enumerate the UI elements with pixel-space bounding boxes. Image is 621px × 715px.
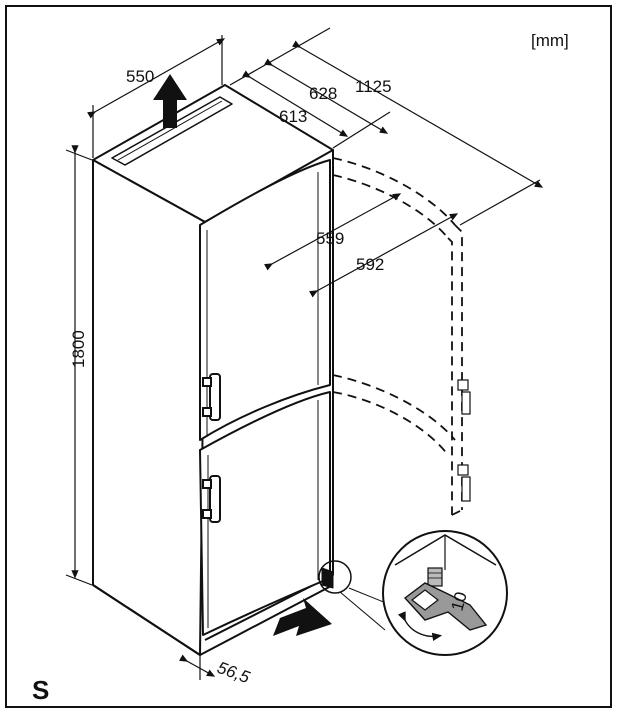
foot-zoom-connector xyxy=(318,560,387,631)
unit-label: [mm] xyxy=(531,31,569,50)
hinge-detail xyxy=(457,379,471,502)
dimension-lines xyxy=(65,27,544,680)
door-handles xyxy=(202,373,221,523)
fridge-body xyxy=(92,84,334,656)
dim-width: 550 xyxy=(126,67,154,86)
dim-depth-with-door: 592 xyxy=(356,255,384,274)
push-arrow-icon xyxy=(273,598,332,636)
dim-height: 1800 xyxy=(69,330,88,368)
dim-door-open-total: 1125 xyxy=(355,77,392,96)
dim-wrench-size: 10 xyxy=(448,590,471,613)
open-door-dashed xyxy=(332,157,463,516)
dim-depth-door-open: 628 xyxy=(309,84,337,103)
dim-inner-depth: 559 xyxy=(316,229,344,248)
dim-foot-clearance: 56,5 xyxy=(215,658,253,687)
foot-detail-inset xyxy=(382,530,508,656)
lift-arrow-icon xyxy=(153,74,187,128)
variant-letter: S xyxy=(32,675,49,705)
dim-depth: 613 xyxy=(279,107,307,126)
